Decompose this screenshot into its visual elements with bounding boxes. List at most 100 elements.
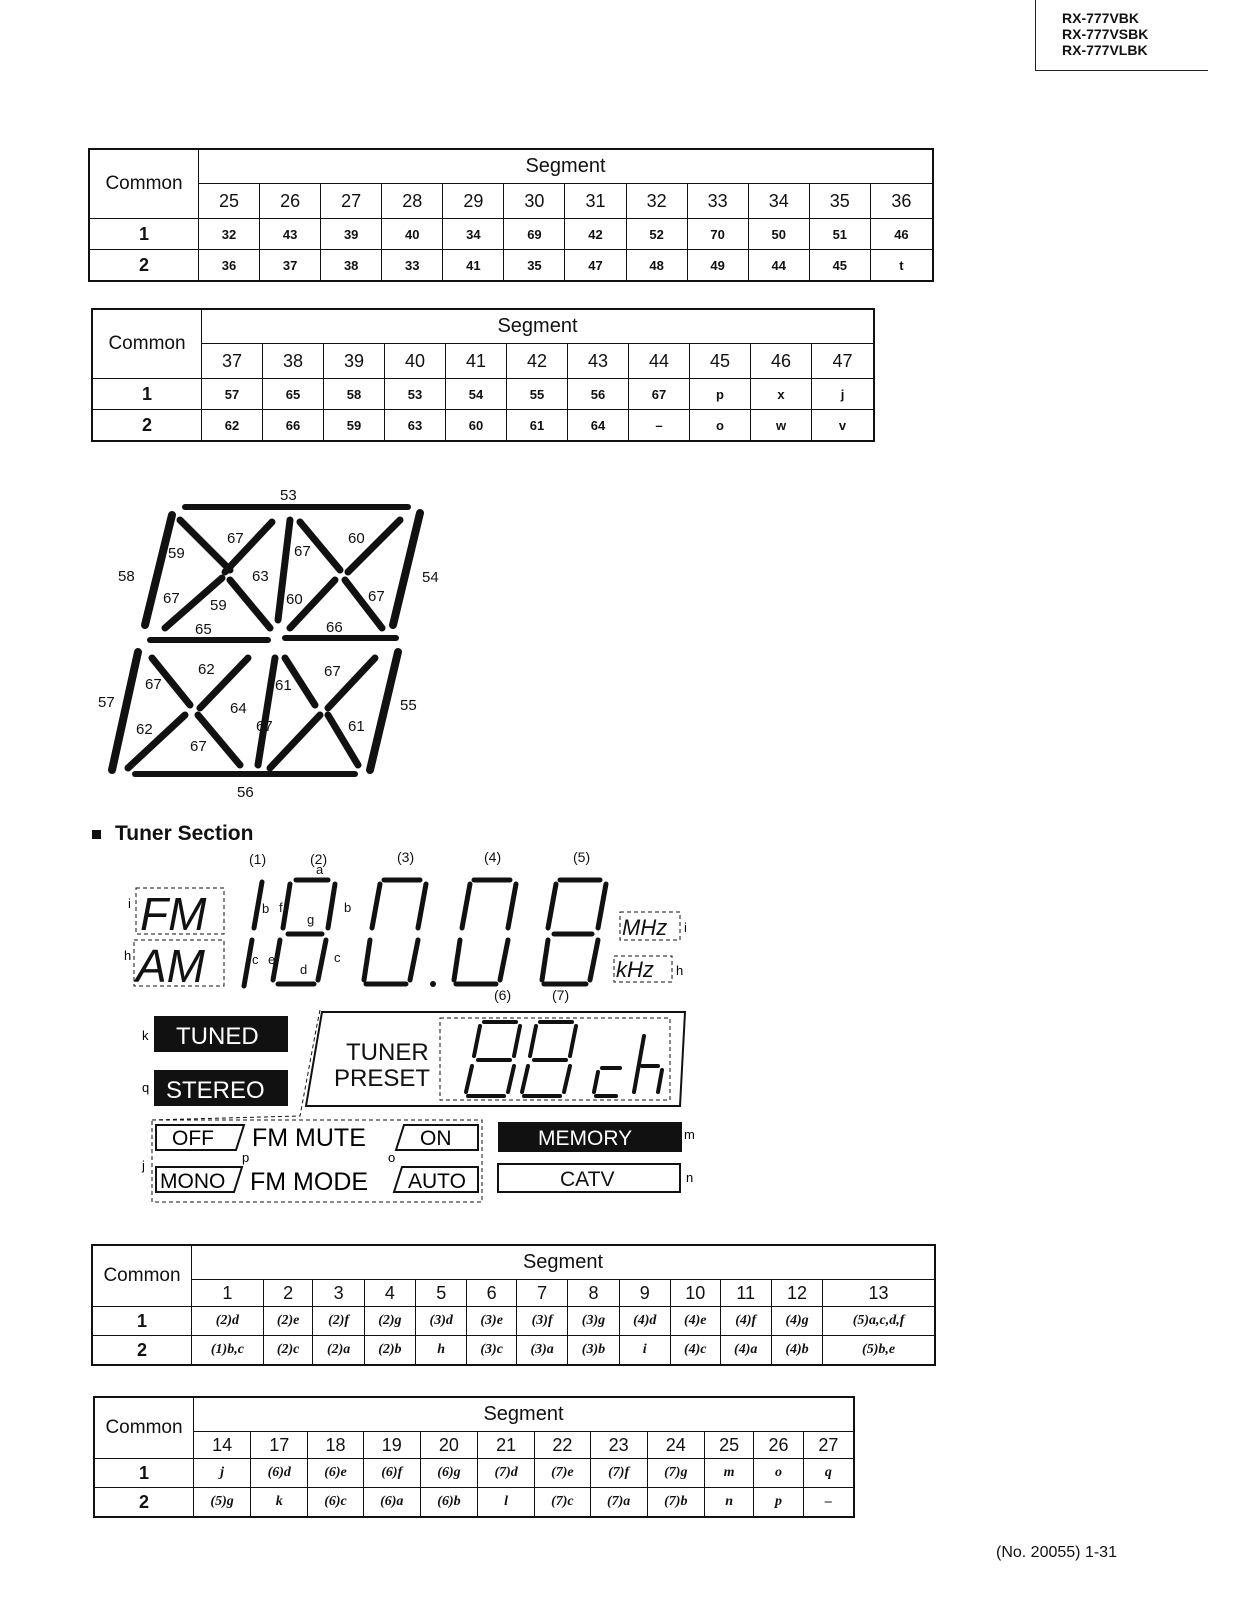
segment-label: 67 <box>190 738 207 755</box>
segment-label: 61 <box>348 718 365 735</box>
digit-label: (3) <box>397 849 414 865</box>
table-cell: (6)e <box>307 1458 364 1488</box>
table-cell: 70 <box>686 218 749 250</box>
segment-column-header: 45 <box>689 343 751 379</box>
table-cell: 67 <box>628 378 690 410</box>
table-cell: (7)f <box>589 1458 648 1488</box>
table-cell: 36 <box>197 249 261 282</box>
table-cell: m <box>703 1458 755 1488</box>
tuner-label: TUNER <box>346 1039 429 1066</box>
seg-letter: f <box>279 900 283 915</box>
table-cell: w <box>750 409 812 442</box>
table-cell: (3)b <box>567 1335 620 1366</box>
table-cell: (4)g <box>770 1306 824 1336</box>
table-cell: q <box>802 1458 855 1488</box>
table-cell: j <box>192 1458 252 1488</box>
segment-column-header: 26 <box>259 183 322 219</box>
seg-letter: d <box>300 962 307 977</box>
table-cell: i <box>618 1335 671 1366</box>
table-cell: 34 <box>442 218 505 250</box>
seg-letter: j <box>141 1158 145 1173</box>
table-cell: (3)f <box>515 1306 569 1336</box>
off-indicator: OFF <box>172 1127 214 1150</box>
segment-column-header: 46 <box>750 343 812 379</box>
table-cell: (4)a <box>719 1335 772 1366</box>
segment-column-header: 31 <box>564 183 627 219</box>
table-cell: 51 <box>808 218 871 250</box>
segment-column-header: 9 <box>618 1279 671 1307</box>
segment-column-header: 30 <box>503 183 566 219</box>
segment-column-header: 34 <box>747 183 810 219</box>
table-cell: (7)c <box>534 1487 591 1518</box>
seg-letter: c <box>334 950 341 965</box>
common-row-label: 1 <box>91 1306 192 1336</box>
model-name: RX-777VLBK <box>1062 42 1148 58</box>
stereo-indicator: STEREO <box>166 1077 265 1104</box>
common-header: Common <box>93 1396 194 1459</box>
table-cell: 56 <box>567 378 629 410</box>
table-cell: 48 <box>625 249 688 282</box>
segment-column-header: 47 <box>811 343 875 379</box>
table-cell: x <box>750 378 812 410</box>
segment-header: Segment <box>191 1244 936 1280</box>
table-cell: 55 <box>506 378 568 410</box>
table-cell: 50 <box>747 218 810 250</box>
common-row-label: 2 <box>88 249 199 282</box>
segment-label: 59 <box>210 597 227 614</box>
table-cell: 62 <box>201 409 263 442</box>
table-cell: 65 <box>262 378 324 410</box>
table-cell: 63 <box>384 409 446 442</box>
digit-label: (7) <box>552 987 569 1003</box>
character-segment-diagram: 53 56 58 54 57 55 65 66 59 67 67 60 63 6… <box>98 487 439 801</box>
segment-column-header: 40 <box>384 343 446 379</box>
model-name: RX-777VSBK <box>1062 26 1149 42</box>
page-reference: (No. 20055) 1-31 <box>996 1544 1117 1561</box>
table-cell: (1)b,c <box>191 1335 264 1366</box>
seg-letter: o <box>388 1150 395 1165</box>
segment-column-header: 27 <box>802 1431 855 1459</box>
table-cell: 57 <box>201 378 263 410</box>
segment-column-header: 38 <box>262 343 324 379</box>
segment-column-header: 14 <box>192 1431 252 1459</box>
table-cell: (2)g <box>363 1306 417 1336</box>
segment-column-header: 33 <box>686 183 749 219</box>
khz-indicator: kHz <box>616 957 654 982</box>
segment-column-header: 12 <box>770 1279 824 1307</box>
table-cell: 47 <box>564 249 627 282</box>
table-cell: l <box>477 1487 536 1518</box>
table-cell: (6)b <box>419 1487 479 1518</box>
segment-label: 58 <box>118 568 135 585</box>
segment-column-header: 23 <box>589 1431 648 1459</box>
table-cell: 61 <box>506 409 568 442</box>
seg-letter: n <box>686 1170 693 1185</box>
segment-column-header: 28 <box>381 183 444 219</box>
decimal-point <box>430 981 436 987</box>
table-cell: 59 <box>323 409 385 442</box>
model-list: RX-777VBK RX-777VSBK RX-777VLBK <box>1035 0 1208 71</box>
common-header: Common <box>91 1244 192 1307</box>
on-indicator: ON <box>420 1127 452 1150</box>
table-cell: (3)g <box>567 1306 620 1336</box>
table-cell: (2)e <box>262 1306 314 1336</box>
table-cell: (6)a <box>362 1487 421 1518</box>
common-row-label: 1 <box>93 1458 194 1488</box>
table-cell: (2)c <box>262 1335 314 1366</box>
table-cell: k <box>250 1487 309 1518</box>
table-cell: (5)g <box>192 1487 252 1518</box>
segment-label: 67 <box>368 588 385 605</box>
segment-label: 67 <box>256 718 273 735</box>
table-cell: 49 <box>686 249 749 282</box>
table-cell: 37 <box>259 249 322 282</box>
seg-letter: k <box>142 1028 149 1043</box>
seg-letter: i <box>128 896 131 911</box>
digit-label: (5) <box>573 849 590 865</box>
segment-column-header: 22 <box>534 1431 591 1459</box>
segment-label: 65 <box>195 621 212 638</box>
segment-column-header: 18 <box>307 1431 364 1459</box>
